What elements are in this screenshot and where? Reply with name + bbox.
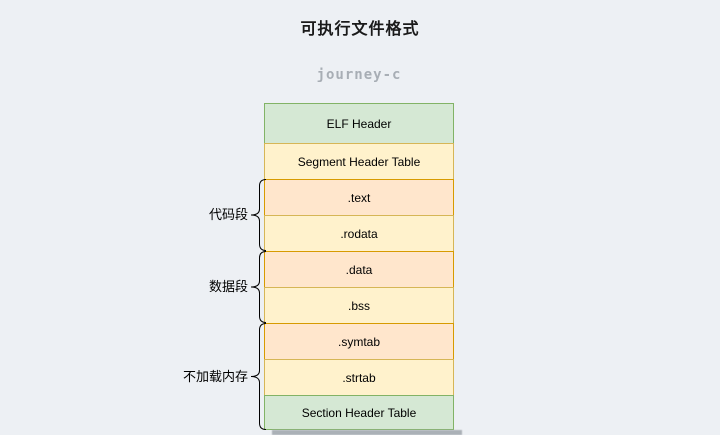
box-rodata: .rodata (264, 215, 454, 252)
group-label-0: 代码段 (208, 207, 248, 222)
watermark: journey-c (316, 67, 402, 83)
group-brace-2 (250, 323, 266, 430)
box-strtab: .strtab (264, 359, 454, 396)
box-section-header-table: Section Header Table (264, 395, 454, 430)
group-label-1: 数据段 (208, 279, 248, 294)
page-title: 可执行文件格式 (300, 21, 420, 38)
box-text: .text (264, 179, 454, 216)
box-data: .data (264, 251, 454, 288)
box-label: Section Header Table (301, 405, 417, 420)
box-symtab: .symtab (264, 323, 454, 360)
box-bss: .bss (264, 287, 454, 324)
box-label: .symtab (337, 334, 380, 349)
group-label-2: 不加载内存 (182, 368, 248, 384)
box-label: ELF Header (326, 116, 392, 131)
group-brace-1 (250, 251, 266, 323)
box-label: .bss (347, 298, 370, 313)
group-brace-0 (250, 179, 266, 251)
box-elf-header: ELF Header (264, 103, 454, 144)
box-label: .text (347, 190, 371, 205)
box-label: .data (345, 262, 373, 277)
box-segment-header-table: Segment Header Table (264, 143, 454, 180)
box-label: .rodata (340, 226, 378, 241)
stack-drop-shadow (272, 430, 462, 435)
box-label: Segment Header Table (297, 154, 421, 169)
box-label: .strtab (342, 370, 376, 385)
